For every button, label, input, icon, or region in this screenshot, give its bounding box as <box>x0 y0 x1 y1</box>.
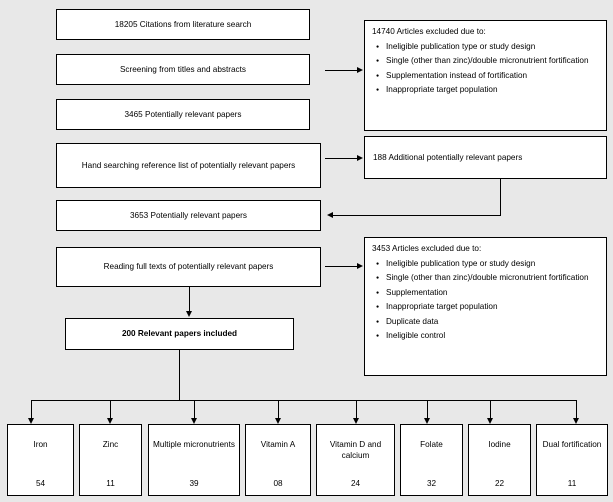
category-count: 32 <box>426 479 437 488</box>
box-screening: Screening from titles and abstracts <box>56 54 310 85</box>
box-citations-label: 18205 Citations from literature search <box>114 19 252 29</box>
connector-drop-vitamin-a <box>278 400 279 418</box>
category-count: 11 <box>106 479 115 488</box>
category-label: Iron <box>33 440 48 449</box>
arrow-screening-to-excluded <box>357 66 363 73</box>
connector-included-down <box>179 350 180 400</box>
arrow-drop-iodine <box>486 418 493 424</box>
category-box-folate: Folate 32 <box>400 424 463 496</box>
arrow-drop-dual <box>572 418 579 424</box>
list-item: Ineligible publication type or study des… <box>376 41 600 53</box>
box-potentially-relevant-3465-label: 3465 Potentially relevant papers <box>124 109 242 119</box>
category-count: 08 <box>273 479 283 488</box>
category-box-iron: Iron 54 <box>7 424 74 496</box>
list-item: Supplementation instead of fortification <box>376 70 600 82</box>
connector-additional-down <box>500 179 501 216</box>
connector-reading-to-included <box>189 287 190 311</box>
category-label: Folate <box>420 440 443 449</box>
list-item: Ineligible publication type or study des… <box>376 258 600 270</box>
arrow-additional-to-3653 <box>327 211 333 218</box>
category-box-vitamin-d-and-calcium: Vitamin D and calcium 24 <box>316 424 395 496</box>
connector-drop-vitamin-d <box>356 400 357 418</box>
connector-drop-iron <box>31 400 32 418</box>
box-excluded-first-header: 14740 Articles excluded due to: <box>372 27 486 36</box>
list-item: Duplicate data <box>376 316 600 328</box>
category-box-multiple-micronutrients: Multiple micronutrients 39 <box>148 424 240 496</box>
arrow-reading-to-included <box>185 311 192 317</box>
list-item: Supplementation <box>376 287 600 299</box>
category-box-zinc: Zinc 11 <box>79 424 142 496</box>
box-excluded-first-list: Ineligible publication type or study des… <box>372 41 600 96</box>
category-count: 11 <box>567 479 577 488</box>
list-item: Single (other than zinc)/double micronut… <box>376 272 600 284</box>
category-label: Zinc <box>102 440 119 449</box>
box-excluded-second-header: 3453 Articles excluded due to: <box>372 244 482 253</box>
connector-drop-iodine <box>490 400 491 418</box>
category-count: 39 <box>189 479 199 488</box>
box-potentially-relevant-3653-label: 3653 Potentially relevant papers <box>130 210 247 220</box>
list-item: Single (other than zinc)/double micronut… <box>376 55 600 67</box>
connector-drop-multiple <box>194 400 195 418</box>
box-hand-searching-label: Hand searching reference list of potenti… <box>81 160 296 170</box>
category-box-vitamin-a: Vitamin A 08 <box>245 424 311 496</box>
arrow-drop-multiple <box>190 418 197 424</box>
box-reading-full-texts-label: Reading full texts of potentially releva… <box>103 262 274 271</box>
connector-drop-dual <box>576 400 577 418</box>
arrow-reading-to-excluded2 <box>357 262 363 269</box>
arrow-drop-folate <box>423 418 430 424</box>
list-item: Inappropriate target population <box>376 301 600 313</box>
category-label: Dual fortification <box>542 440 602 449</box>
box-additional-potentially-relevant-label: 188 Additional potentially relevant pape… <box>373 152 523 162</box>
box-relevant-papers-included-label: 200 Relevant papers included <box>121 329 238 338</box>
box-excluded-first: 14740 Articles excluded due to: Ineligib… <box>364 20 607 131</box>
list-item: Inappropriate target population <box>376 84 600 96</box>
category-label: Vitamin D and calcium <box>329 440 382 460</box>
arrow-drop-vitamin-d <box>352 418 359 424</box>
connector-category-bus <box>31 400 576 401</box>
box-potentially-relevant-3653: 3653 Potentially relevant papers <box>56 200 321 231</box>
box-citations: 18205 Citations from literature search <box>56 9 310 40</box>
connector-reading-to-excluded2 <box>325 266 357 267</box>
arrow-drop-iron <box>27 418 34 424</box>
category-label: Iodine <box>488 440 511 449</box>
box-hand-searching: Hand searching reference list of potenti… <box>56 143 321 188</box>
category-box-iodine: Iodine 22 <box>468 424 531 496</box>
box-potentially-relevant-3465: 3465 Potentially relevant papers <box>56 99 310 130</box>
category-count: 22 <box>494 479 505 488</box>
arrow-hand-to-additional <box>357 154 363 161</box>
arrow-drop-vitamin-a <box>274 418 281 424</box>
connector-screening-to-excluded <box>325 70 357 71</box>
connector-hand-to-additional <box>325 158 357 159</box>
box-relevant-papers-included: 200 Relevant papers included <box>65 318 294 350</box>
connector-additional-to-3653 <box>333 215 501 216</box>
box-excluded-second: 3453 Articles excluded due to: Ineligibl… <box>364 237 607 376</box>
category-label: Vitamin A <box>260 440 296 449</box>
box-excluded-second-list: Ineligible publication type or study des… <box>372 258 600 342</box>
arrow-drop-zinc <box>106 418 113 424</box>
category-count: 54 <box>35 479 46 488</box>
category-box-dual-fortification: Dual fortification 11 <box>536 424 608 496</box>
box-additional-potentially-relevant: 188 Additional potentially relevant pape… <box>364 136 607 179</box>
box-reading-full-texts: Reading full texts of potentially releva… <box>56 247 321 287</box>
list-item: Ineligible control <box>376 330 600 342</box>
category-count: 24 <box>350 479 361 488</box>
category-label: Multiple micronutrients <box>153 440 235 449</box>
connector-drop-folate <box>427 400 428 418</box>
box-screening-label: Screening from titles and abstracts <box>119 64 247 74</box>
connector-drop-zinc <box>110 400 111 418</box>
